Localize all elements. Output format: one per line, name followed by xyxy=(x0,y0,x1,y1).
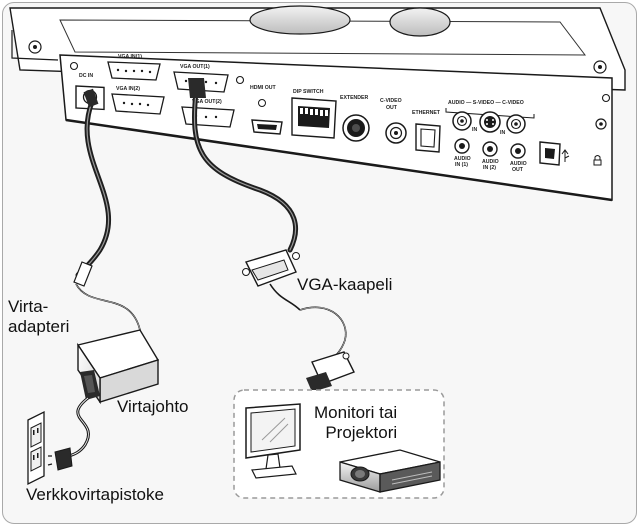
svg-text:DC IN: DC IN xyxy=(79,73,93,79)
projector-icon xyxy=(339,449,441,493)
svg-text:EXTENDER: EXTENDER xyxy=(340,95,369,101)
display-label: Monitori tai Projektori xyxy=(314,403,397,443)
svg-text:AUDIO: AUDIO xyxy=(482,159,499,165)
extender-port: EXTENDER xyxy=(340,95,370,142)
svg-text:IN (2): IN (2) xyxy=(483,165,496,171)
ethernet-port: ETHERNET xyxy=(412,110,441,153)
display-label-line2: Projektori xyxy=(325,423,398,442)
display-label-line1: Monitori tai xyxy=(314,403,398,422)
power-cord-label: Virtajohto xyxy=(117,397,189,416)
power-adapter-label-line1: Virta- xyxy=(8,297,49,316)
vga-in-ports: VGA IN(1) VGA IN(2) xyxy=(107,54,165,115)
svg-text:OUT: OUT xyxy=(386,105,398,111)
wall-outlet-label: Verkkovirtapistoke xyxy=(26,485,164,504)
svg-text:VGA IN(1): VGA IN(1) xyxy=(118,54,142,60)
vga-cable xyxy=(188,78,355,392)
svg-text:IN (1): IN (1) xyxy=(455,162,468,168)
svg-text:AUDIO — S-VIDEO — C-VIDEO: AUDIO — S-VIDEO — C-VIDEO xyxy=(448,100,524,106)
svg-text:VGA OUT(2): VGA OUT(2) xyxy=(192,99,222,105)
svg-text:C-VIDEO: C-VIDEO xyxy=(380,98,402,104)
hdmi-out-port: HDMI OUT xyxy=(250,85,283,135)
usb-port xyxy=(539,141,570,166)
svg-text:AUDIO: AUDIO xyxy=(510,161,527,167)
dip-switch: DIP SWITCH xyxy=(291,89,337,139)
svg-text:VGA OUT(1): VGA OUT(1) xyxy=(180,64,210,70)
audio-jacks: AUDIO IN (1) AUDIO IN (2) AUDIO OUT xyxy=(454,138,527,173)
vga-cable-label: VGA-kaapeli xyxy=(297,275,393,294)
svg-text:IN: IN xyxy=(472,127,477,133)
power-cord xyxy=(47,396,90,471)
svg-text:IN: IN xyxy=(500,130,505,136)
svg-text:OUT: OUT xyxy=(512,167,524,173)
panel-screws xyxy=(69,61,611,103)
kensington-lock-icon xyxy=(593,118,607,166)
av-input-group: AUDIO — S-VIDEO — C-VIDEO IN IN xyxy=(445,100,535,136)
power-adapter-label-line2: adapteri xyxy=(8,317,70,336)
svg-text:AUDIO: AUDIO xyxy=(454,156,471,162)
svg-text:HDMI OUT: HDMI OUT xyxy=(250,85,276,91)
svg-text:ETHERNET: ETHERNET xyxy=(412,110,441,116)
wall-outlet xyxy=(27,410,45,486)
svg-text:VGA IN(2): VGA IN(2) xyxy=(116,86,140,92)
power-adapter-label: Virta- adapteri xyxy=(8,297,69,337)
monitor-icon xyxy=(245,403,301,479)
power-adapter xyxy=(76,329,160,405)
c-video-out-port: C-VIDEO OUT xyxy=(380,98,407,144)
svg-text:DIP SWITCH: DIP SWITCH xyxy=(293,89,324,95)
